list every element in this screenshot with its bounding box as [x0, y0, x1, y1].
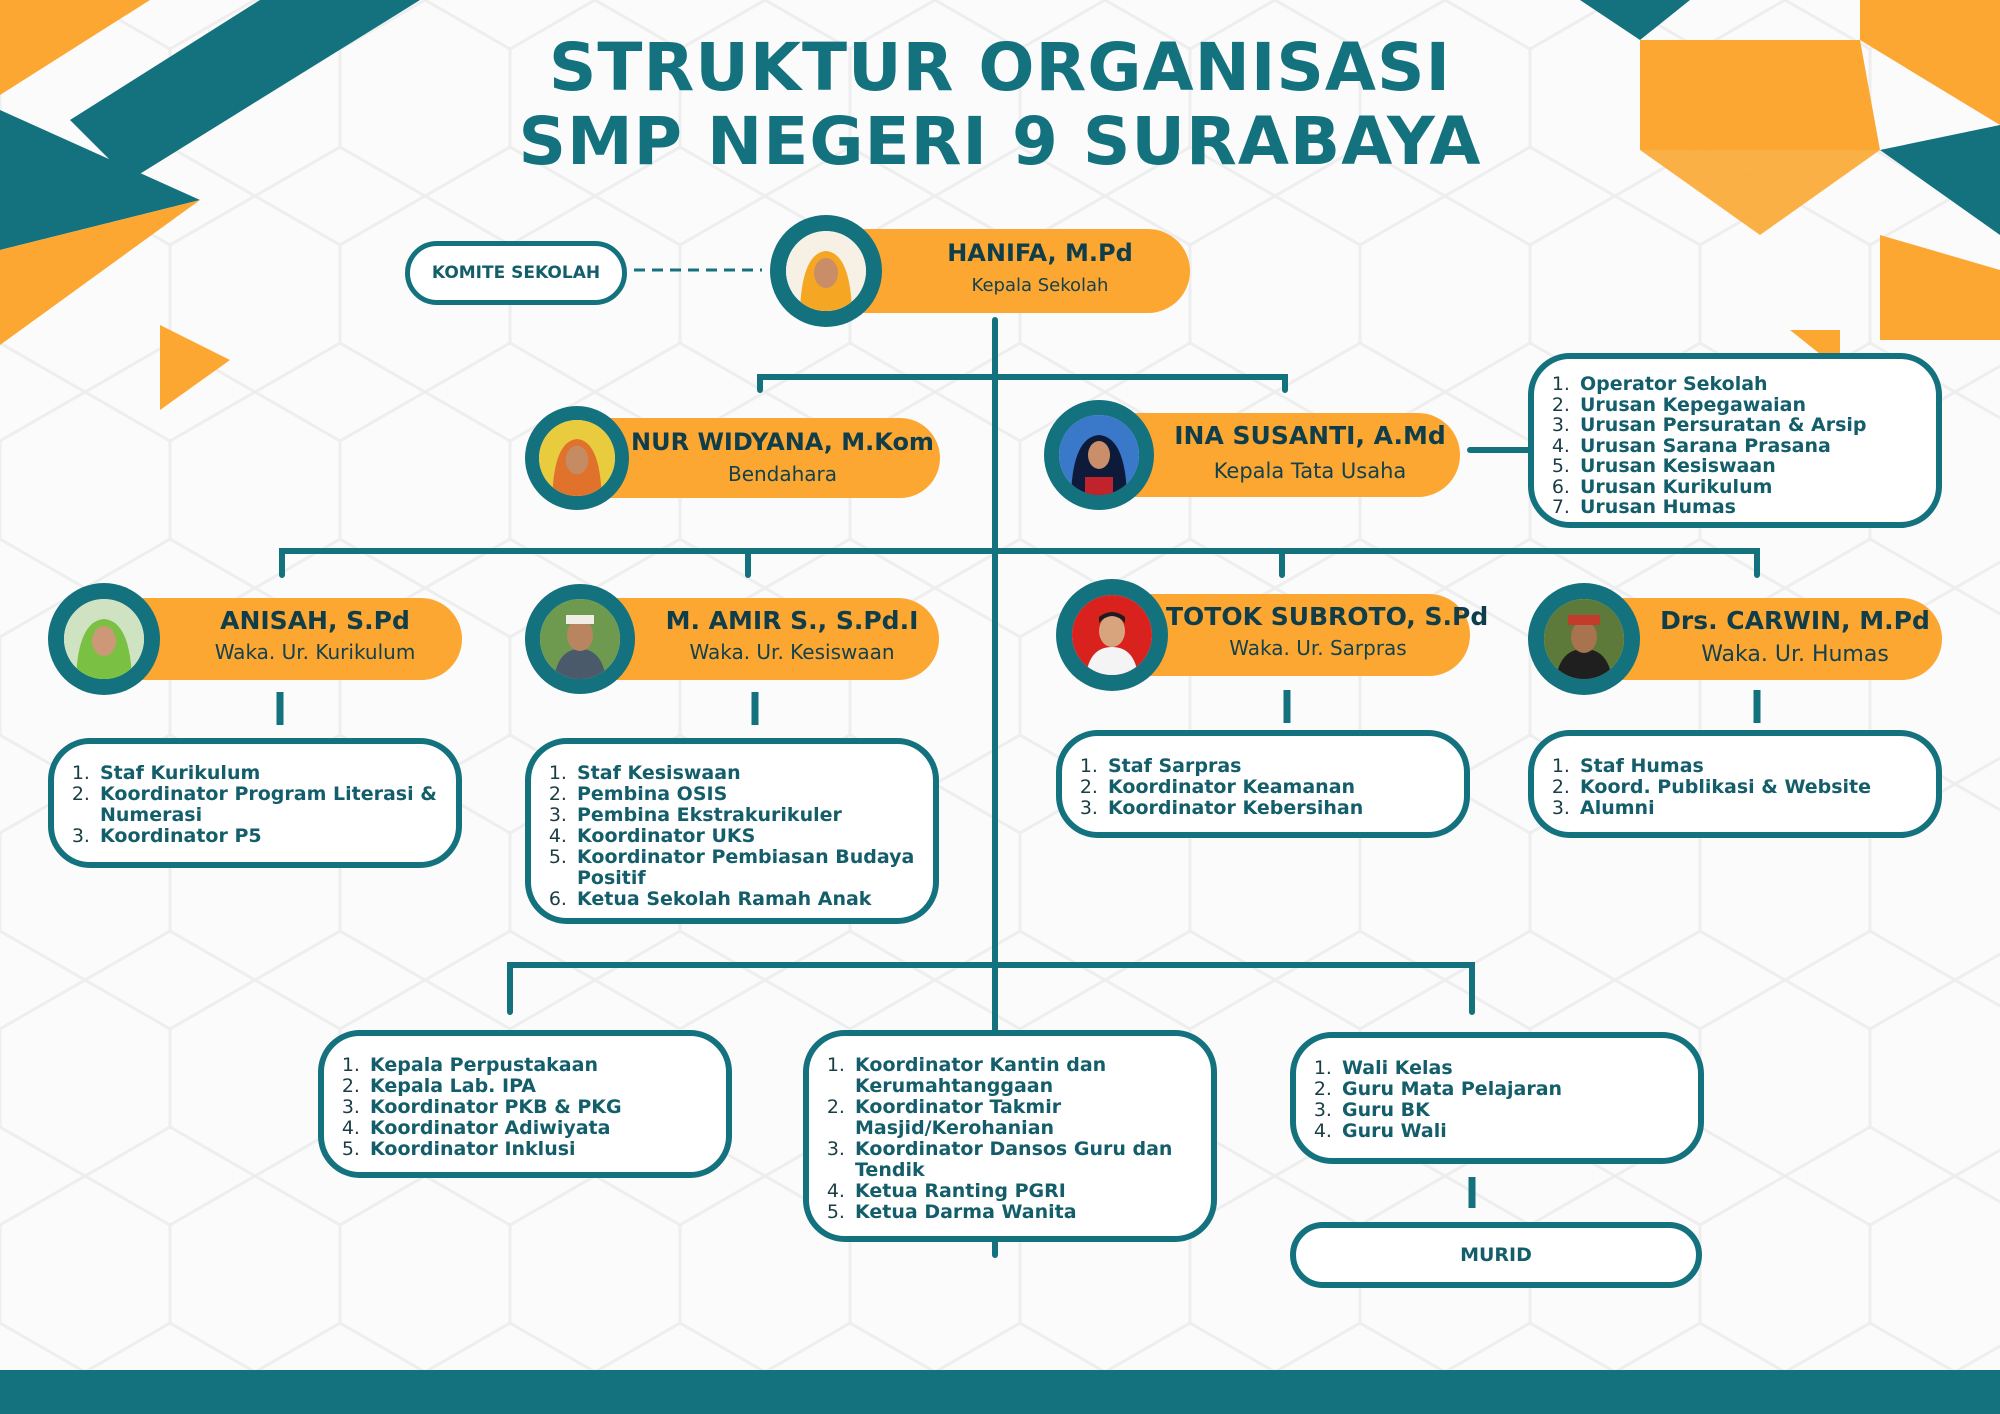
- person-role: Waka. Ur. Kesiswaan: [689, 640, 895, 664]
- person-waka-humas: Drs. CARWIN, M.Pd Waka. Ur. Humas: [1528, 583, 1942, 695]
- list-item: Urusan Persuratan & Arsip: [1576, 415, 1936, 436]
- footer-bar: [0, 1370, 2000, 1414]
- list-sarpras: Staf Sarpras Koordinator Keamanan Koordi…: [1062, 756, 1464, 819]
- list-item: Urusan Kurikulum: [1576, 476, 1936, 498]
- list-guru: Wali Kelas Guru Mata Pelajaran Guru BK G…: [1296, 1058, 1698, 1142]
- person-role: Waka. Ur. Humas: [1701, 642, 1889, 667]
- person-role: Kepala Tata Usaha: [1213, 459, 1407, 483]
- list-item: Operator Sekolah: [1576, 374, 1936, 395]
- list-box-kurikulum: Staf Kurikulum Koordinator Program Liter…: [48, 738, 462, 868]
- komite-sekolah-label: KOMITE SEKOLAH: [431, 263, 601, 283]
- list-item: Koordinator Kantin dan Kerumahtanggaan: [851, 1055, 1211, 1097]
- list-kesiswaan: Staf Kesiswaan Pembina OSIS Pembina Ekst…: [531, 763, 933, 910]
- list-item: Guru Wali: [1338, 1121, 1698, 1142]
- person-bendahara: NUR WIDYANA, M.Kom Bendahara: [525, 406, 940, 510]
- murid-box: MURID: [1290, 1222, 1702, 1288]
- list-item: Koordinator Inklusi: [366, 1139, 726, 1160]
- list-tata-usaha: Operator Sekolah Urusan Kepegawaian Urus…: [1534, 374, 1936, 518]
- list-item: Koordinator Keamanan: [1104, 777, 1464, 798]
- list-item: Pembina OSIS: [573, 784, 933, 805]
- list-item: Urusan Kepegawaian: [1576, 394, 1936, 416]
- list-item: Ketua Darma Wanita: [851, 1202, 1211, 1223]
- list-item: Guru Mata Pelajaran: [1338, 1079, 1698, 1100]
- portrait-icon: [64, 599, 144, 679]
- person-waka-kurikulum: ANISAH, S.Pd Waka. Ur. Kurikulum: [48, 583, 462, 695]
- photo-ring: [1056, 579, 1168, 691]
- list-box-kantin: Koordinator Kantin dan Kerumahtanggaan K…: [803, 1030, 1217, 1242]
- list-item: Pembina Ekstrakurikuler: [573, 805, 933, 826]
- komite-sekolah-box: KOMITE SEKOLAH: [405, 241, 627, 305]
- list-item: Urusan Sarana Prasana: [1576, 435, 1936, 457]
- list-item: Ketua Ranting PGRI: [851, 1181, 1211, 1202]
- person-name: Drs. CARWIN, M.Pd: [1660, 606, 1930, 635]
- list-item: Wali Kelas: [1338, 1058, 1698, 1079]
- list-item: Kepala Perpustakaan: [366, 1055, 726, 1076]
- list-item: Ketua Sekolah Ramah Anak: [573, 889, 933, 910]
- person-name: ANISAH, S.Pd: [220, 606, 410, 635]
- list-box-humas: Staf Humas Koord. Publikasi & Website Al…: [1528, 730, 1942, 838]
- list-item: Staf Kesiswaan: [573, 763, 933, 784]
- list-box-tata-usaha: Operator Sekolah Urusan Kepegawaian Urus…: [1528, 353, 1942, 528]
- portrait-icon: [540, 599, 620, 679]
- list-item: Staf Kurikulum: [96, 763, 456, 784]
- person-name: TOTOK SUBROTO, S.Pd: [1166, 602, 1489, 631]
- list-item: Koordinator Dansos Guru dan Tendik: [851, 1139, 1211, 1181]
- photo-ring: [770, 215, 882, 327]
- person-waka-sarpras: TOTOK SUBROTO, S.Pd Waka. Ur. Sarpras: [1056, 579, 1489, 691]
- list-kantin: Koordinator Kantin dan Kerumahtanggaan K…: [809, 1055, 1211, 1223]
- title-line-2: SMP NEGERI 9 SURABAYA: [518, 103, 1482, 180]
- person-name: HANIFA, M.Pd: [947, 239, 1133, 267]
- list-item: Alumni: [1576, 798, 1936, 819]
- list-item: Urusan Kesiswaan: [1576, 456, 1936, 477]
- list-item: Guru BK: [1338, 1100, 1698, 1121]
- photo-ring: [525, 584, 635, 694]
- person-name: INA SUSANTI, A.Md: [1174, 421, 1446, 450]
- list-item: Koordinator Program Literasi & Numerasi: [96, 784, 456, 826]
- list-item: Koordinator P5: [96, 826, 456, 847]
- list-item: Koordinator Pembiasan Budaya Positif: [573, 847, 933, 889]
- person-name: M. AMIR S., S.Pd.I: [665, 606, 919, 635]
- list-kurikulum: Staf Kurikulum Koordinator Program Liter…: [54, 763, 456, 847]
- list-item: Staf Sarpras: [1104, 756, 1464, 777]
- list-item: Staf Humas: [1576, 756, 1936, 777]
- list-box-sarpras: Staf Sarpras Koordinator Keamanan Koordi…: [1056, 730, 1470, 838]
- portrait-icon: [1072, 595, 1152, 675]
- person-waka-kesiswaan: M. AMIR S., S.Pd.I Waka. Ur. Kesiswaan: [525, 584, 939, 694]
- photo-ring: [525, 406, 629, 510]
- person-role: Bendahara: [727, 462, 838, 486]
- photo-ring: [48, 583, 160, 695]
- list-item: Koordinator PKB & PKG: [366, 1097, 726, 1118]
- list-box-guru: Wali Kelas Guru Mata Pelajaran Guru BK G…: [1290, 1032, 1704, 1164]
- list-item: Kepala Lab. IPA: [366, 1076, 726, 1097]
- portrait-icon: [539, 420, 615, 496]
- list-humas: Staf Humas Koord. Publikasi & Website Al…: [1534, 756, 1936, 819]
- person-kepala-sekolah: HANIFA, M.Pd Kepala Sekolah: [770, 215, 1190, 327]
- portrait-icon: [1544, 599, 1624, 679]
- list-item: Koordinator Adiwiyata: [366, 1118, 726, 1139]
- list-perpustakaan: Kepala Perpustakaan Kepala Lab. IPA Koor…: [324, 1055, 726, 1160]
- portrait-icon: [1059, 415, 1139, 495]
- list-item: Koord. Publikasi & Website: [1576, 777, 1936, 798]
- list-box-perpustakaan: Kepala Perpustakaan Kepala Lab. IPA Koor…: [318, 1030, 732, 1178]
- list-item: Urusan Humas: [1576, 497, 1936, 518]
- title-line-1: STRUKTUR ORGANISASI: [548, 29, 1452, 106]
- list-item: Koordinator Kebersihan: [1104, 798, 1464, 819]
- list-item: Koordinator Takmir Masjid/Kerohanian: [851, 1097, 1211, 1139]
- list-box-kesiswaan: Staf Kesiswaan Pembina OSIS Pembina Ekst…: [525, 738, 939, 924]
- person-kepala-tata-usaha: INA SUSANTI, A.Md Kepala Tata Usaha: [1044, 400, 1460, 510]
- photo-ring: [1044, 400, 1154, 510]
- person-role: Kepala Sekolah: [971, 275, 1109, 296]
- person-role: Waka. Ur. Sarpras: [1229, 636, 1407, 660]
- portrait-icon: [786, 231, 866, 311]
- person-name: NUR WIDYANA, M.Kom: [631, 428, 934, 456]
- photo-ring: [1528, 583, 1640, 695]
- murid-label: MURID: [1460, 1244, 1532, 1266]
- person-role: Waka. Ur. Kurikulum: [214, 640, 416, 664]
- list-item: Koordinator UKS: [573, 826, 933, 847]
